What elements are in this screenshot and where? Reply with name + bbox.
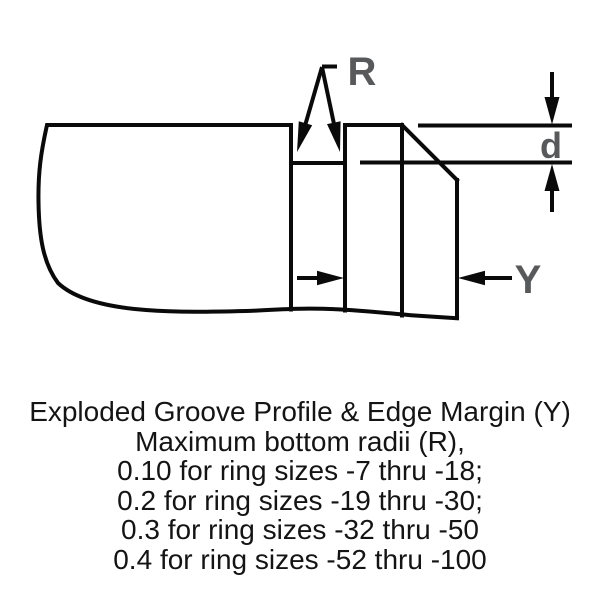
chamfer-edge [399, 122, 460, 183]
groove-profile-drawing: d Y R [36, 50, 572, 321]
d-arrow-up-icon [544, 164, 560, 191]
caption-line: 0.10 for ring sizes -7 thru -18; [117, 455, 483, 486]
caption-line: 0.3 for ring sizes -32 thru -50 [121, 514, 479, 545]
caption-line: Exploded Groove Profile & Edge Margin (Y… [29, 396, 571, 427]
radius-label: R [348, 50, 377, 94]
y-arrow-right-icon [317, 270, 344, 286]
caption-line: 0.4 for ring sizes -52 thru -100 [113, 543, 487, 575]
d-arrow-down-icon [544, 97, 560, 125]
r-arrow-left-icon [297, 121, 313, 152]
figure-caption: Exploded Groove Profile & Edge Margin (Y… [0, 397, 600, 574]
edge-margin-label: Y [515, 258, 542, 302]
shaft-outline [36, 123, 460, 321]
r-arrow-right-icon [327, 121, 341, 152]
depth-label: d [540, 125, 562, 166]
y-arrow-left-icon [458, 270, 485, 286]
caption-line: 0.2 for ring sizes -19 thru -30; [117, 484, 483, 516]
caption-line: Maximum bottom radii (R), [135, 425, 465, 457]
